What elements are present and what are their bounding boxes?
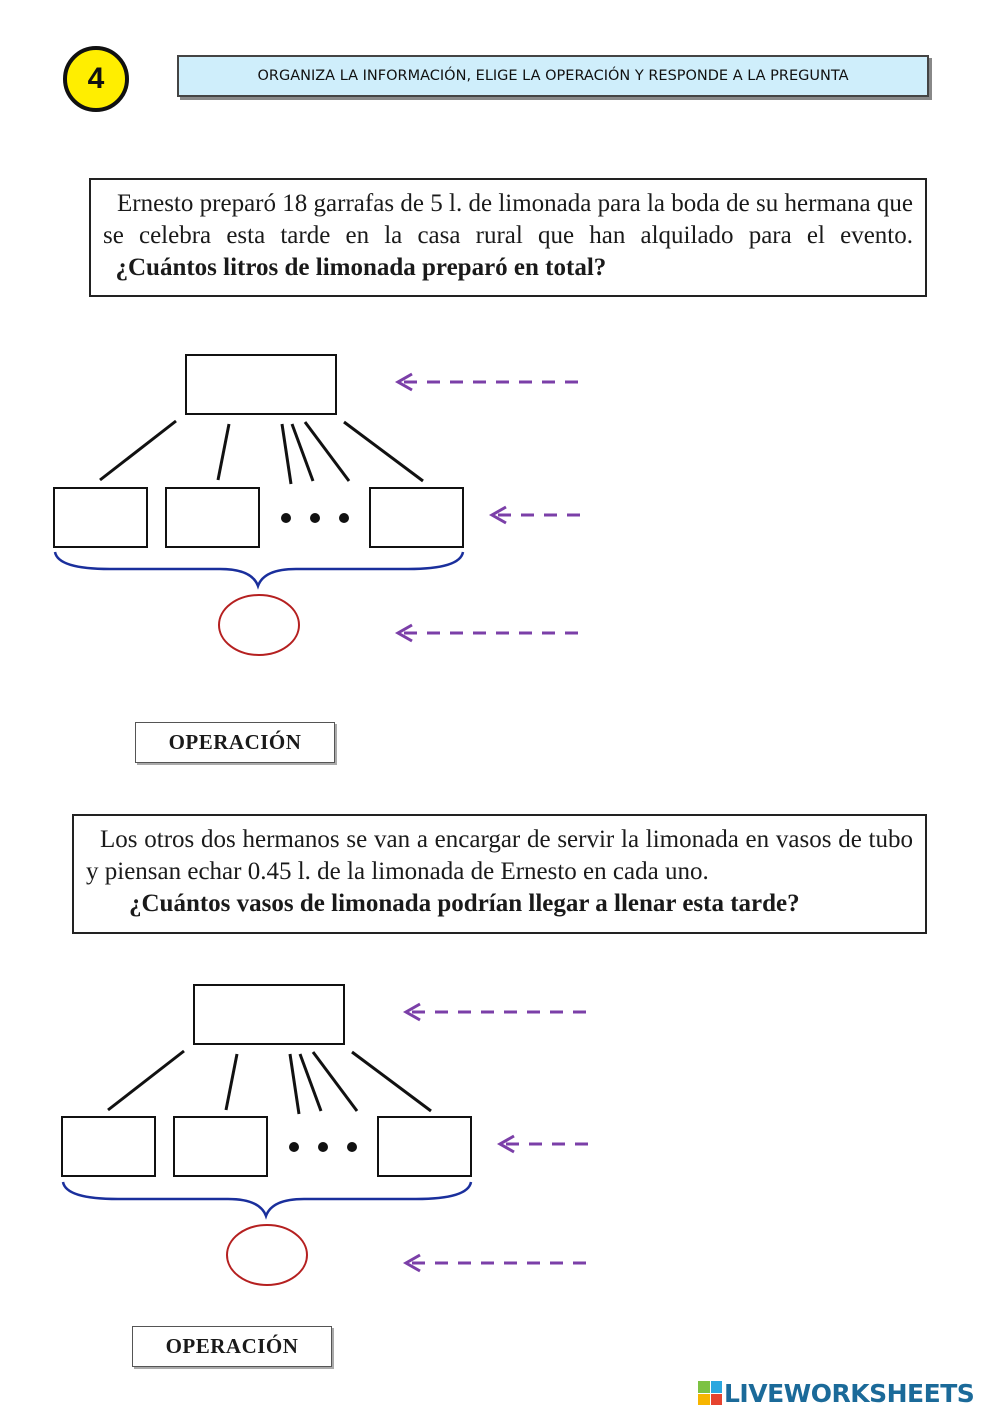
problem-1-statement: Ernesto preparó 18 garrafas de 5 l. de l…	[103, 190, 913, 249]
branch-line	[224, 1053, 239, 1111]
arrow-total	[402, 1002, 594, 1022]
part-box-last[interactable]	[369, 487, 464, 548]
branch-line	[311, 1051, 359, 1112]
problem-1-box: Ernesto preparó 18 garrafas de 5 l. de l…	[89, 178, 927, 297]
problem-1-question: ¿Cuántos litros de limonada preparó en t…	[115, 254, 607, 281]
arrow-result	[402, 1253, 594, 1273]
part-box-last[interactable]	[377, 1116, 472, 1177]
part-box-2[interactable]	[173, 1116, 268, 1177]
ellipsis-dot	[289, 1142, 299, 1152]
branch-line	[280, 423, 293, 485]
problem-1-diagram	[53, 354, 586, 656]
result-circle[interactable]	[218, 594, 300, 656]
arrow-parts	[496, 1134, 594, 1154]
logo-text: LIVEWORKSHEETS	[724, 1378, 975, 1408]
instruction-banner: ORGANIZA LA INFORMACIÓN, ELIGE LA OPERAC…	[177, 55, 929, 97]
ellipsis-dot	[347, 1142, 357, 1152]
arrow-total	[394, 372, 586, 392]
problem-2-diagram	[61, 984, 594, 1286]
branch-line	[99, 419, 177, 482]
part-box-1[interactable]	[61, 1116, 156, 1177]
branch-line	[290, 423, 315, 482]
exercise-number-badge: 4	[63, 46, 129, 112]
part-box-1[interactable]	[53, 487, 148, 548]
problem-2-text: Los otros dos hermanos se van a encargar…	[86, 824, 913, 920]
logo-mark-icon	[698, 1381, 722, 1405]
arrow-parts	[488, 505, 586, 525]
branch-line	[107, 1049, 185, 1112]
part-box-2[interactable]	[165, 487, 260, 548]
branch-line	[288, 1053, 301, 1115]
arrow-result	[394, 623, 586, 643]
operation-label-1: OPERACIÓN	[135, 722, 335, 763]
ellipsis-dot	[310, 513, 320, 523]
ellipsis-dot	[339, 513, 349, 523]
problem-2-statement: Los otros dos hermanos se van a encargar…	[86, 826, 913, 885]
problem-2-box: Los otros dos hermanos se van a encargar…	[72, 814, 927, 934]
ellipsis-dot	[318, 1142, 328, 1152]
branch-line	[351, 1050, 432, 1113]
branch-line	[298, 1053, 323, 1112]
curly-brace	[61, 1181, 473, 1220]
total-box[interactable]	[185, 354, 337, 415]
curly-brace	[53, 551, 465, 590]
branch-line	[216, 423, 231, 481]
total-box[interactable]	[193, 984, 345, 1045]
result-circle[interactable]	[226, 1224, 308, 1286]
branch-line	[343, 420, 424, 483]
problem-1-text: Ernesto preparó 18 garrafas de 5 l. de l…	[103, 188, 913, 284]
ellipsis-dot	[281, 513, 291, 523]
problem-2-question: ¿Cuántos vasos de limonada podrían llega…	[129, 890, 800, 917]
liveworksheets-logo: LIVEWORKSHEETS	[698, 1378, 975, 1408]
operation-label-2: OPERACIÓN	[132, 1326, 332, 1367]
branch-line	[303, 421, 351, 482]
